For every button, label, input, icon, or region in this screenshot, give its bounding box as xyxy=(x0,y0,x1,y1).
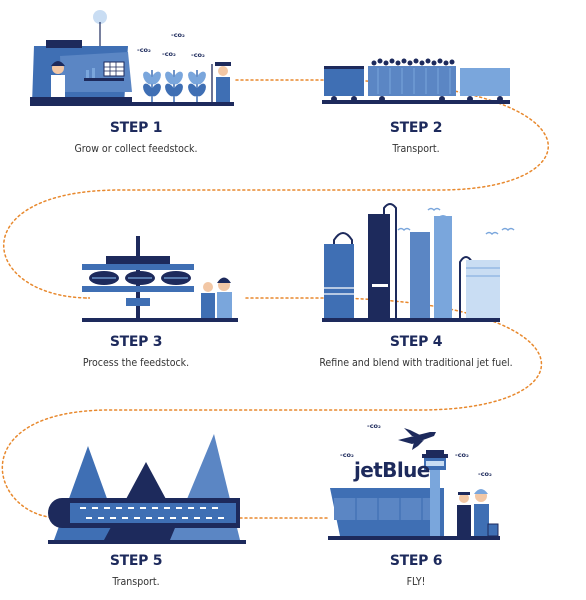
jetblue-logo: jetBlue xyxy=(354,458,430,482)
co2-label: -co₂ xyxy=(455,451,469,459)
step5-illustration xyxy=(48,434,246,544)
step3-title: STEP 3 xyxy=(109,334,163,350)
step3-illustration xyxy=(82,236,238,322)
co2-label: -co₂ xyxy=(162,50,176,58)
step6-illustration xyxy=(328,428,500,540)
step2-illustration xyxy=(322,58,510,104)
step5-title: STEP 5 xyxy=(109,553,163,569)
step5-description: Transport. xyxy=(112,576,160,588)
co2-label: -co₂ xyxy=(367,422,381,430)
step4-description: Refine and blend with traditional jet fu… xyxy=(319,357,513,369)
step4-illustration xyxy=(322,203,515,322)
co2-label: -co₂ xyxy=(137,46,151,54)
step4-title: STEP 4 xyxy=(389,334,443,350)
process-path xyxy=(1,79,549,519)
step3-description: Process the feedstock. xyxy=(82,357,190,369)
step1-description: Grow or collect feedstock. xyxy=(74,143,198,155)
step2-description: Transport. xyxy=(392,143,440,155)
co2-label: -co₂ xyxy=(171,31,185,39)
step2-title: STEP 2 xyxy=(389,120,443,136)
co2-label: -co₂ xyxy=(340,451,354,459)
co2-label: -co₂ xyxy=(191,51,205,59)
step6-title: STEP 6 xyxy=(389,553,443,569)
step1-illustration xyxy=(30,10,234,106)
co2-label: -co₂ xyxy=(478,470,492,478)
step6-description: FLY! xyxy=(406,576,426,588)
step1-title: STEP 1 xyxy=(109,120,163,136)
